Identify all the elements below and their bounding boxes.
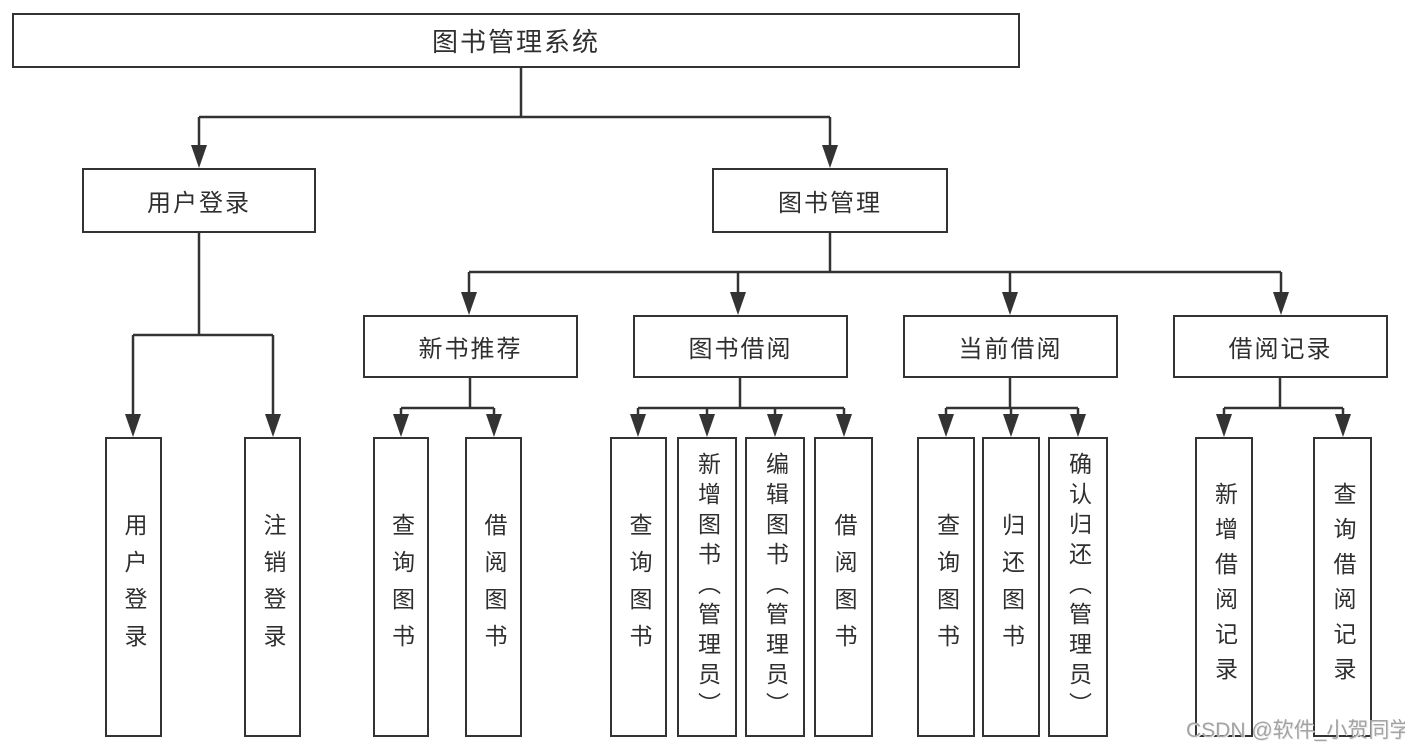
leaf-label: 归还图书 xyxy=(998,513,1025,661)
leaf-query-books-1: 查询图书 xyxy=(373,437,429,737)
leaf-edit-book-admin: 编辑图书（管理员） xyxy=(745,437,805,737)
node-book-borrowing: 图书借阅 xyxy=(633,315,848,378)
leaf-label: 新增图书（管理员） xyxy=(694,452,721,722)
leaf-borrow-books-2: 借阅图书 xyxy=(814,437,873,737)
node-borrowing-records: 借阅记录 xyxy=(1173,315,1388,378)
leaf-user-login: 用户登录 xyxy=(105,437,162,737)
node-label: 新书推荐 xyxy=(418,336,523,363)
leaf-add-borrow-record: 新增借阅记录 xyxy=(1195,437,1253,737)
node-new-book-recommendation: 新书推荐 xyxy=(363,315,578,378)
node-current-borrowing: 当前借阅 xyxy=(903,315,1118,378)
leaf-label: 编辑图书（管理员） xyxy=(762,452,789,722)
leaf-label: 借阅图书 xyxy=(831,513,857,661)
leaf-query-borrow-record: 查询借阅记录 xyxy=(1313,437,1372,737)
node-label: 图书管理 xyxy=(778,190,882,217)
leaf-borrow-books-1: 借阅图书 xyxy=(465,437,522,737)
leaf-label: 借阅图书 xyxy=(481,513,507,661)
leaf-query-books-3: 查询图书 xyxy=(917,437,975,737)
node-label: 借阅记录 xyxy=(1228,336,1333,363)
leaf-label: 查询图书 xyxy=(388,513,415,661)
leaf-logout-login: 注销登录 xyxy=(244,437,301,737)
node-label: 用户登录 xyxy=(147,190,251,217)
node-book-management: 图书管理 xyxy=(712,168,948,233)
leaf-confirm-return-admin: 确认归还（管理员） xyxy=(1048,437,1108,737)
leaf-label: 确认归还（管理员） xyxy=(1065,452,1092,722)
leaf-label: 查询图书 xyxy=(626,513,652,661)
leaf-label: 查询借阅记录 xyxy=(1330,482,1356,692)
leaf-return-books: 归还图书 xyxy=(982,437,1040,737)
leaf-label: 用户登录 xyxy=(121,513,147,661)
csdn-watermark: CSDN @软件_小贺同学 xyxy=(1186,719,1405,742)
leaf-query-books-2: 查询图书 xyxy=(610,437,667,737)
node-label: 图书管理系统 xyxy=(431,27,600,57)
leaf-label: 查询图书 xyxy=(933,513,960,661)
node-user-login: 用户登录 xyxy=(82,168,316,233)
node-label: 当前借阅 xyxy=(958,336,1063,363)
node-label: 图书借阅 xyxy=(688,336,793,363)
leaf-label: 新增借阅记录 xyxy=(1211,482,1238,692)
leaf-add-book-admin: 新增图书（管理员） xyxy=(677,437,737,737)
node-library-management-system: 图书管理系统 xyxy=(12,13,1020,68)
leaf-label: 注销登录 xyxy=(260,513,286,661)
